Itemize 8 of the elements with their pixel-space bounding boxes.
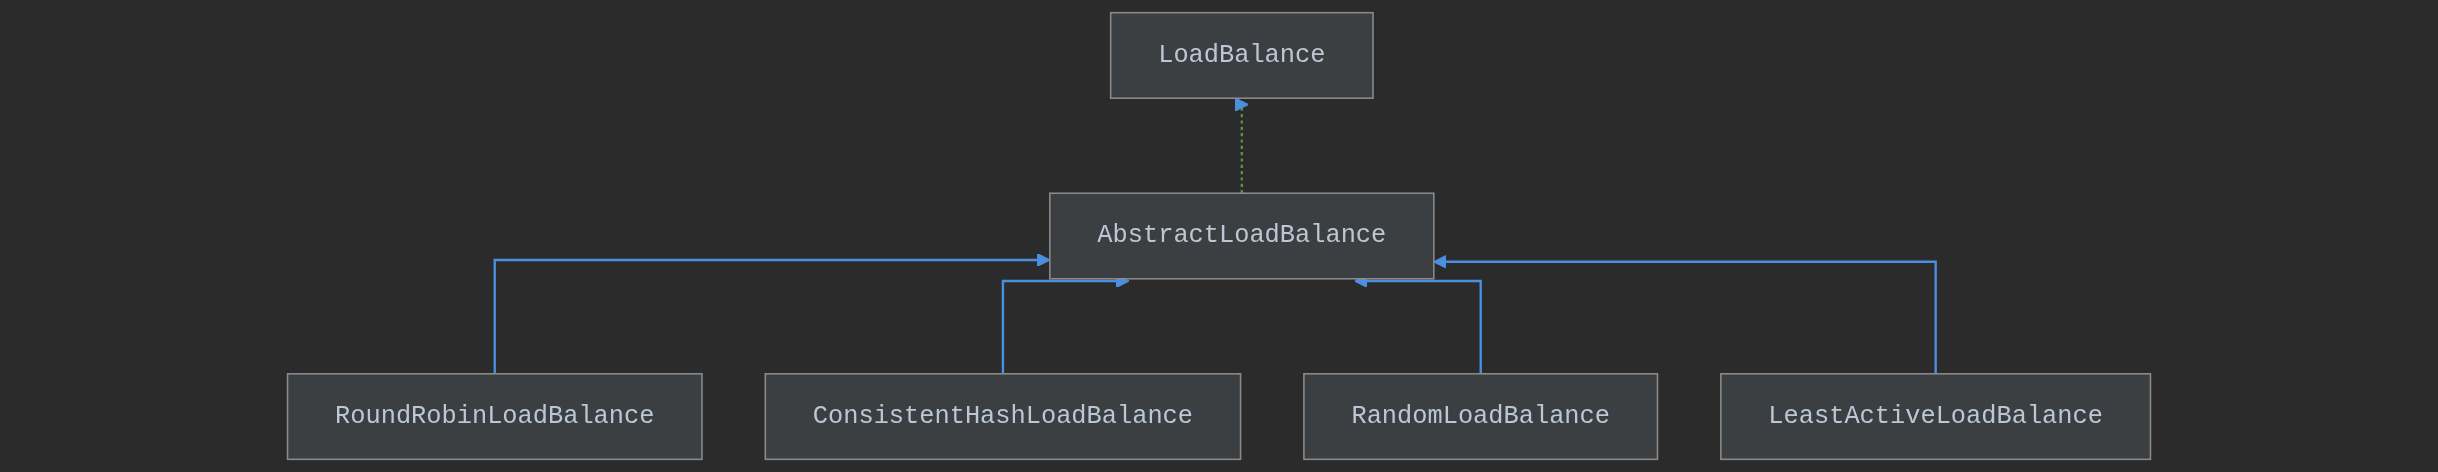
arrow [1234, 97, 1249, 194]
arrow [1433, 254, 1937, 374]
node-box: RandomLoadBalance [1303, 373, 1659, 461]
node-box: LeastActiveLoadBalance [1720, 373, 2152, 461]
node-box: RoundRobinLoadBalance [286, 373, 703, 461]
node-box: LoadBalance [1109, 11, 1374, 99]
node-box: AbstractLoadBalance [1049, 192, 1435, 280]
node-box: ConsistentHashLoadBalance [764, 373, 1242, 461]
